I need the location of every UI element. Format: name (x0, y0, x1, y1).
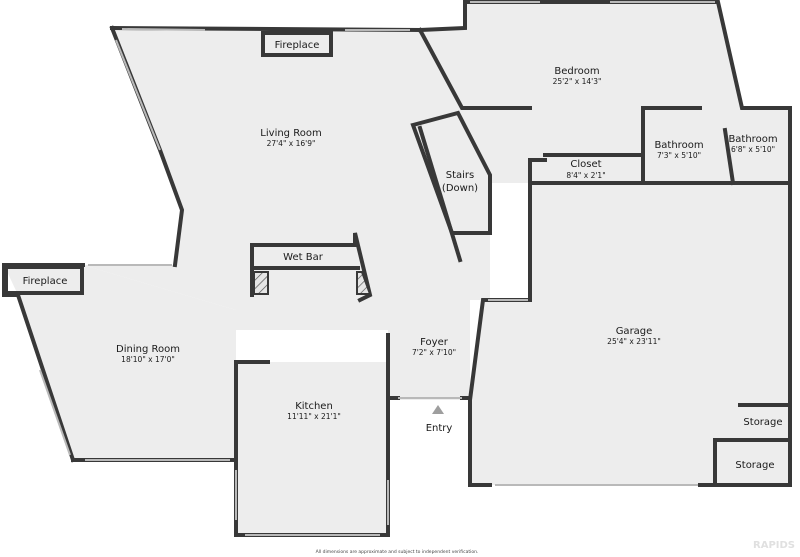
bedroom-walls (417, 0, 792, 110)
foyer-dim: 7'2" x 7'10" (412, 348, 456, 357)
closet-name: Closet (570, 159, 601, 170)
living-room-name: Living Room (260, 128, 321, 139)
stairs-name-2: (Down) (442, 183, 478, 194)
walls (2, 0, 792, 537)
bath-divider (722, 127, 736, 186)
bath1-walls (641, 106, 702, 185)
dining-room-dim: 18'10" x 17'0" (121, 355, 175, 364)
windows (39, 1, 715, 536)
fireplace-living-name: Fireplace (275, 40, 320, 51)
garage-dim: 25'4" x 23'11" (607, 337, 661, 346)
fireplace-dining-name: Fireplace (23, 276, 68, 287)
wet-bar-left-hatch (253, 271, 269, 295)
entry-arrow-icon (432, 405, 444, 414)
garage-west-wall (468, 181, 532, 487)
storage1-name: Storage (743, 417, 782, 428)
closet-dim: 8'4" x 2'1" (566, 171, 605, 180)
dining-room-floor (4, 265, 236, 460)
storage2-name: Storage (735, 460, 774, 471)
stairs-name-1: Stairs (446, 170, 475, 181)
fireplace-dining-label-bg (20, 272, 72, 288)
stairs-rail (417, 125, 463, 263)
kitchen-floor (236, 362, 388, 535)
bedroom-floor (420, 2, 742, 108)
wet-bar-right-hatch (356, 271, 372, 295)
bedroom-dim: 25'2" x 14'3" (553, 77, 602, 86)
garage-floor (470, 183, 790, 485)
watermark: RAPIDS (753, 540, 795, 551)
disclaimer-text: All dimensions are approximate and subje… (316, 549, 479, 555)
bath1-name: Bathroom (654, 140, 703, 151)
wet-bar-walls (250, 232, 373, 303)
bath-strip-floor (530, 108, 790, 183)
labels: Bedroom 25'2" x 14'3" Living Room 27'4" … (23, 40, 783, 555)
bath2-dim: 6'8" x 5'10" (731, 145, 775, 154)
fireplace-dining-rect (4, 265, 84, 295)
living-room-dim: 27'4" x 16'9" (267, 139, 316, 148)
floor-fills (4, 2, 790, 535)
bath1-dim: 7'3" x 5'10" (657, 151, 701, 160)
garage-name: Garage (616, 326, 653, 337)
bath2-name: Bathroom (728, 134, 777, 145)
foyer-floor (388, 330, 470, 400)
kitchen-dim: 11'11" x 21'1" (287, 412, 341, 421)
dining-room-name: Dining Room (116, 344, 180, 355)
fireplace-living-rect (261, 31, 333, 57)
wet-bar-name: Wet Bar (283, 252, 324, 263)
bedroom-name: Bedroom (554, 66, 599, 77)
entry-label: Entry (426, 423, 453, 434)
foyer-name: Foyer (420, 337, 449, 348)
fireplace-living-label-bg (271, 37, 323, 51)
kitchen-name: Kitchen (295, 401, 333, 412)
living-room-floor (83, 28, 530, 400)
living-diagonal-wall (417, 27, 532, 110)
